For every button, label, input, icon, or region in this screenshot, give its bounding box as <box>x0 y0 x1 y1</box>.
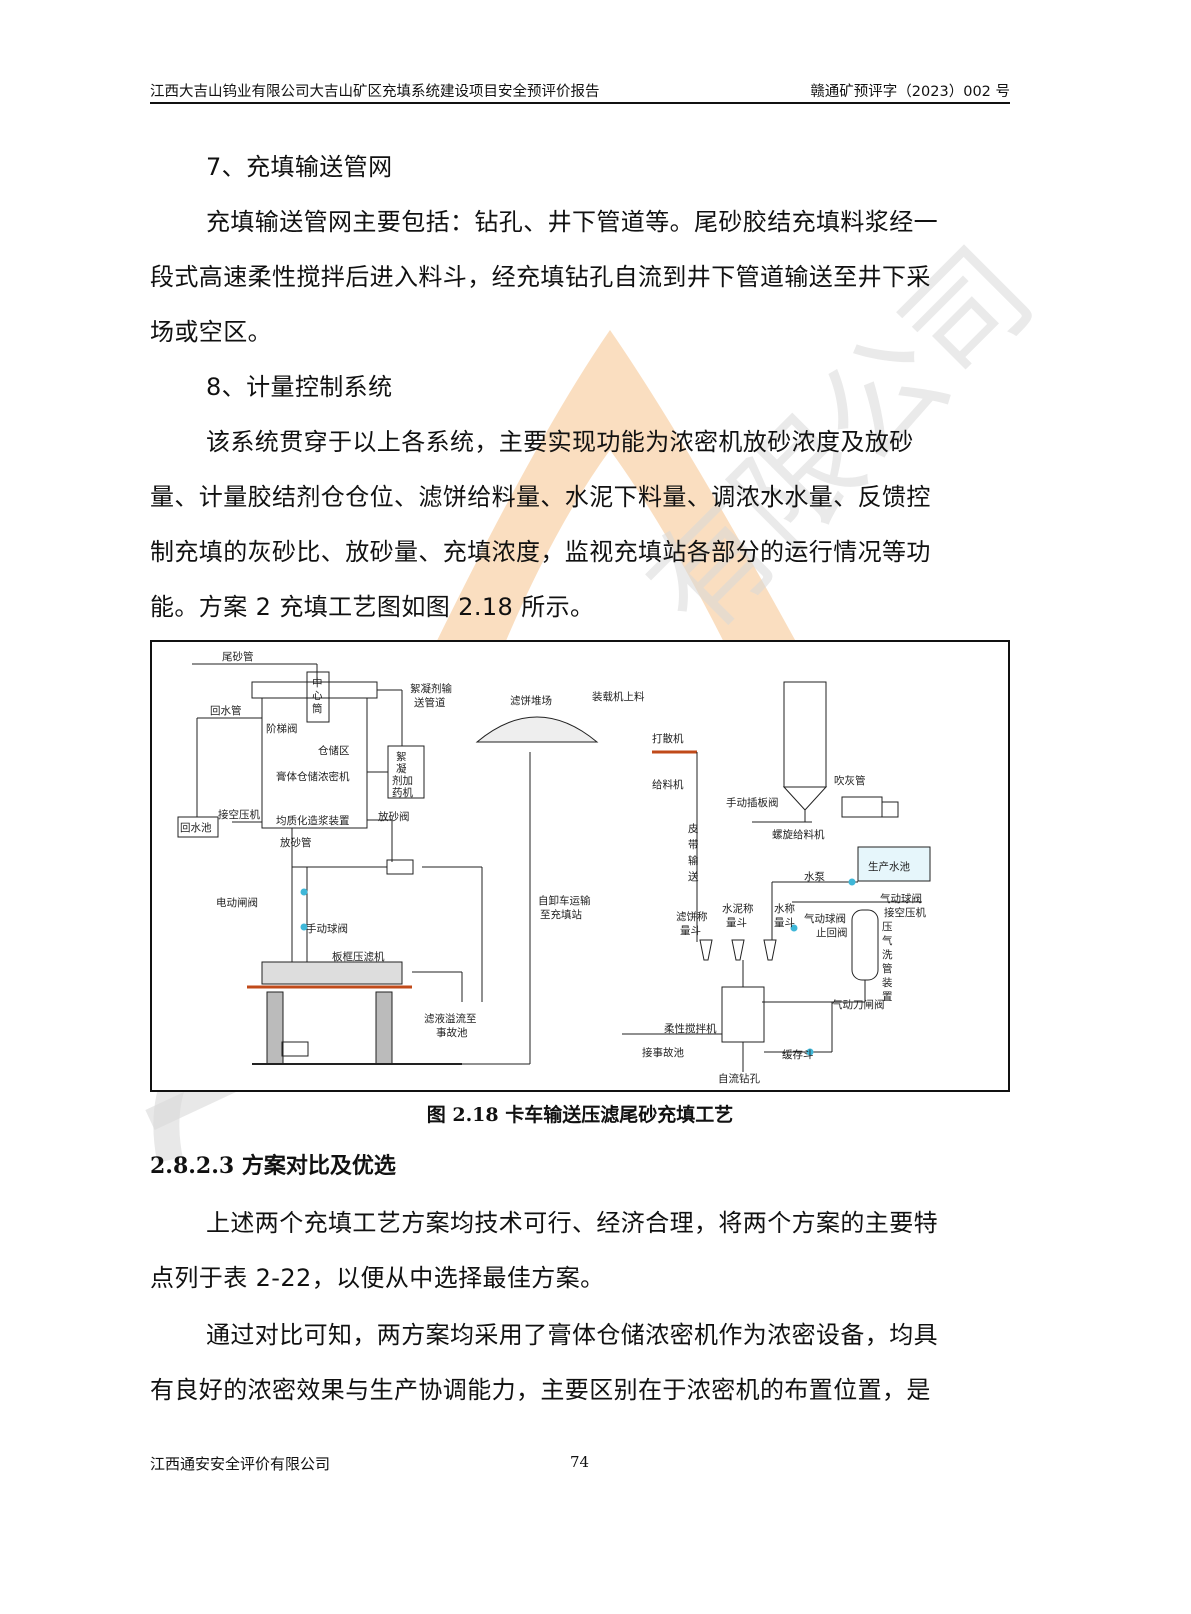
label-filter-press: 板框压滤机 <box>332 950 385 963</box>
label-to-accident-pool: 接事故池 <box>642 1046 684 1059</box>
label-floc-dose-4: 药机 <box>392 786 413 799</box>
section-2823-heading: 2.8.2.3 方案对比及优选 <box>150 1153 396 1179</box>
label-tailings-pipe: 尾砂管 <box>222 650 254 663</box>
para-2-line-2: 有良好的浓密效果与生产协调能力，主要区别在于浓密机的布置位置，是 <box>150 1376 931 1404</box>
label-manual-plate: 手动插板阀 <box>726 796 779 809</box>
section-7-line-1: 充填输送管网主要包括：钻孔、井下管道等。尾砂胶结充填料浆经一 <box>206 208 938 236</box>
header-title: 江西大吉山钨业有限公司大吉山矿区充填系统建设项目安全预评价报告 <box>150 84 600 100</box>
label-pneu-ball-1: 气动球阀 <box>804 912 846 925</box>
label-ladder-valve: 阶梯阀 <box>266 722 298 735</box>
section-8-line-2: 量、计量胶结剂仓仓位、滤饼给料量、水泥下料量、调浓水水量、反馈控 <box>150 483 931 511</box>
label-pneu-knife: 气动刀闸阀 <box>832 998 885 1011</box>
label-floc-dose-1: 絮 <box>396 750 407 763</box>
label-water-hopper-1: 水称 <box>774 902 795 915</box>
label-belt-2: 带 <box>688 839 699 851</box>
label-air-wash-5: 装 <box>882 976 893 989</box>
para-1-line-2: 点列于表 2-22，以便从中选择最佳方案。 <box>150 1264 605 1292</box>
label-compressor-in-2: 接空压机 <box>884 906 926 919</box>
label-blow-pipe: 吹灰管 <box>834 774 866 787</box>
label-water-hopper-2: 量斗 <box>774 917 795 929</box>
section-8-line-4: 能。方案 2 充填工艺图如图 2.18 所示。 <box>150 593 595 621</box>
label-storage-area: 仓储区 <box>318 744 350 757</box>
label-mixer: 柔性搅拌机 <box>664 1022 717 1035</box>
section-8: 8、计量控制系统 该系统贯穿于以上各系统，主要实现功能为浓密机放砂浓度及放砂 量… <box>150 360 1010 635</box>
section-2823-para-2: 通过对比可知，两方案均采用了膏体仓储浓密机作为浓密设备，均具 有良好的浓密效果与… <box>150 1308 1010 1418</box>
label-check-valve: 止回阀 <box>816 926 848 939</box>
figure-caption: 图 2.18 卡车输送压滤尾砂充填工艺 <box>426 1104 734 1126</box>
label-floc-pipe-1: 絮凝剂输 <box>410 682 452 695</box>
label-air-wash-3: 洗 <box>882 949 893 961</box>
label-floc-dose-2: 凝 <box>396 763 407 775</box>
label-return-pipe: 回水管 <box>210 704 242 717</box>
process-diagram-svg: 尾砂管 中 心 筒 絮凝剂输 送管道 回水管 阶梯阀 仓储区 膏体仓储浓密机 絮… <box>177 650 931 1085</box>
label-floc-pipe-2: 送管道 <box>414 696 446 709</box>
footer-company: 江西通安安全评价有限公司 <box>150 1455 331 1473</box>
label-air-wash-6: 置 <box>882 991 893 1003</box>
label-breaker: 打散机 <box>652 732 684 745</box>
label-prod-pool: 生产水池 <box>868 860 910 873</box>
label-feeder: 给料机 <box>652 778 684 791</box>
label-homogenizer: 均质化造浆装置 <box>276 814 350 827</box>
label-cake-yard: 滤饼堆场 <box>510 694 552 707</box>
header-rule <box>150 102 1010 104</box>
label-center-cyl-1: 中 <box>312 676 323 689</box>
label-screw-feeder: 螺旋给料机 <box>772 828 825 841</box>
label-cement-hopper-2: 量斗 <box>726 917 747 929</box>
label-cement-hopper-1: 水泥称 <box>722 902 754 915</box>
section-7-heading: 7、充填输送管网 <box>206 153 393 181</box>
label-air-wash-1: 压 <box>882 921 893 933</box>
label-air-wash-2: 气 <box>882 934 893 947</box>
section-2823-para-1: 上述两个充填工艺方案均技术可行、经济合理，将两个方案的主要特 点列于表 2-22… <box>150 1196 1010 1306</box>
label-air-wash-4: 管 <box>882 962 893 975</box>
label-sand-valve: 放砂阀 <box>378 810 410 823</box>
label-filtrate-1: 滤液溢流至 <box>424 1012 477 1025</box>
label-center-cyl-3: 筒 <box>312 702 323 715</box>
label-filtrate-2: 事故池 <box>436 1026 468 1039</box>
label-compressor-in: 接空压机 <box>218 808 260 821</box>
label-cake-hopper-2: 量斗 <box>680 925 701 937</box>
para-1-line-1: 上述两个充填工艺方案均技术可行、经济合理，将两个方案的主要特 <box>206 1209 938 1237</box>
section-8-line-1: 该系统贯穿于以上各系统，主要实现功能为浓密机放砂浓度及放砂 <box>206 428 914 456</box>
label-sand-pipe: 放砂管 <box>280 836 312 849</box>
label-cake-hopper-1: 滤饼称 <box>676 910 708 923</box>
header-doc-number: 赣通矿预评字（2023）002 号 <box>810 84 1010 100</box>
process-diagram: 尾砂管 中 心 筒 絮凝剂输 送管道 回水管 阶梯阀 仓储区 膏体仓储浓密机 絮… <box>150 640 1010 1092</box>
label-belt-1: 皮 <box>688 822 699 835</box>
label-loader: 装载机上料 <box>592 690 645 703</box>
label-water-pump: 水泵 <box>804 871 825 883</box>
label-manual-ball: 手动球阀 <box>306 922 348 935</box>
label-truck-1: 自卸车运输 <box>538 894 591 907</box>
label-electric-gate: 电动闸阀 <box>216 896 258 909</box>
label-gravity-borehole: 自流钻孔 <box>718 1072 760 1085</box>
label-belt-4: 送 <box>688 870 699 883</box>
label-belt-3: 输 <box>688 854 699 867</box>
section-7-line-3: 场或空区。 <box>150 318 272 346</box>
label-paste-thickener: 膏体仓储浓密机 <box>276 770 350 783</box>
section-8-line-3: 制充填的灰砂比、放砂量、充填浓度，监视充填站各部分的运行情况等功 <box>150 538 931 566</box>
para-2-line-1: 通过对比可知，两方案均采用了膏体仓储浓密机作为浓密设备，均具 <box>206 1321 938 1349</box>
section-7: 7、充填输送管网 充填输送管网主要包括：钻孔、井下管道等。尾砂胶结充填料浆经一 … <box>150 140 1010 360</box>
page-number: 74 <box>570 1453 590 1471</box>
section-8-heading: 8、计量控制系统 <box>206 373 393 401</box>
label-floc-dose-3: 剂加 <box>392 774 413 787</box>
label-truck-2: 至充填站 <box>540 908 582 921</box>
section-7-line-2: 段式高速柔性搅拌后进入料斗，经充填钻孔自流到井下管道输送至井下采 <box>150 263 931 291</box>
label-center-cyl-2: 心 <box>312 690 323 702</box>
page-header: 江西大吉山钨业有限公司大吉山矿区充填系统建设项目安全预评价报告 赣通矿预评字（2… <box>150 80 1010 102</box>
label-return-pool: 回水池 <box>180 821 212 834</box>
label-buffer-hopper: 缓存斗 <box>782 1048 814 1061</box>
label-pneu-ball-2: 气动球阀 <box>880 892 922 905</box>
